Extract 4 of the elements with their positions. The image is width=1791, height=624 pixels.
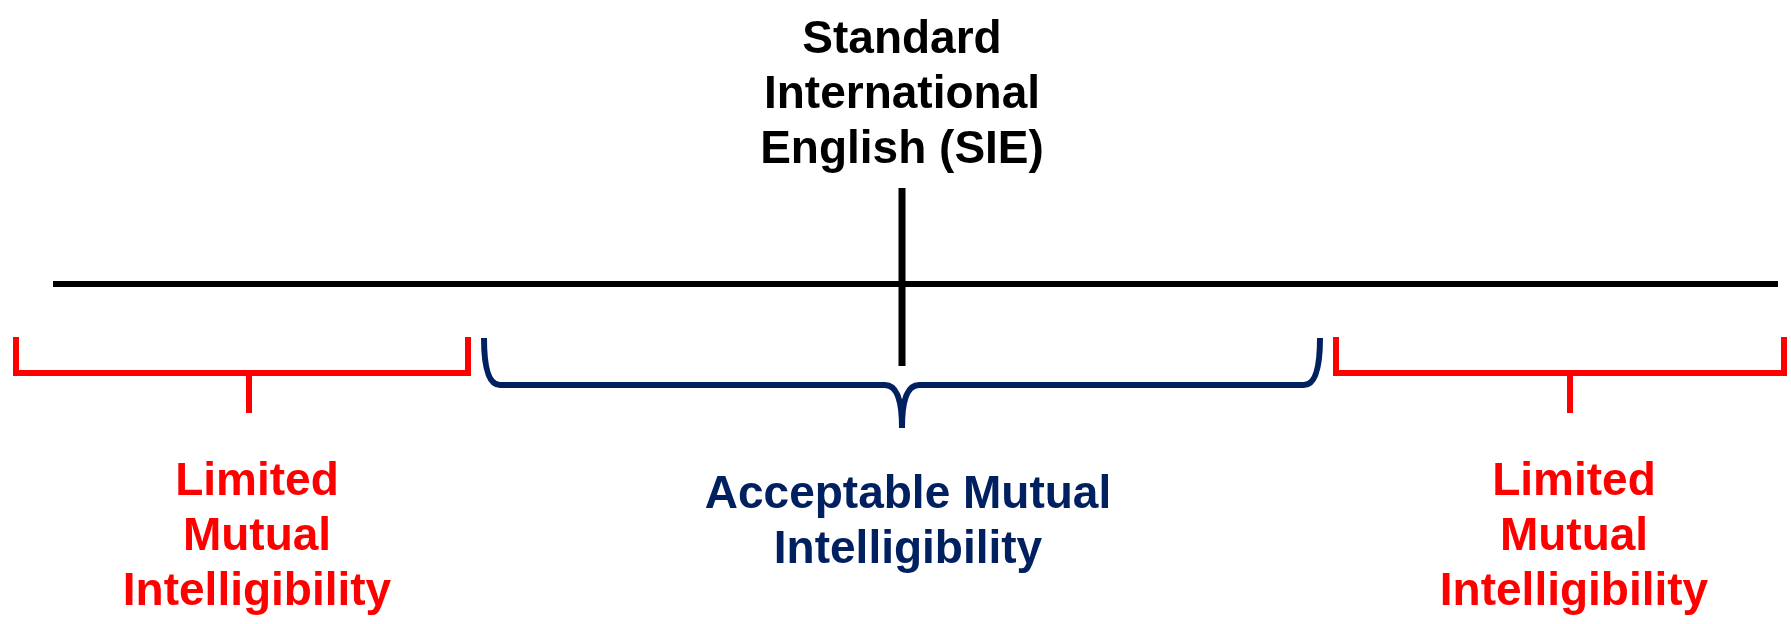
- scale-center-label: Standard International English (SIE): [759, 10, 1045, 175]
- range-label: Acceptable Mutual Intelligibility: [703, 465, 1113, 575]
- range-label: Limited Mutual Intelligibility: [1438, 452, 1710, 617]
- range-label: Limited Mutual Intelligibility: [121, 452, 393, 617]
